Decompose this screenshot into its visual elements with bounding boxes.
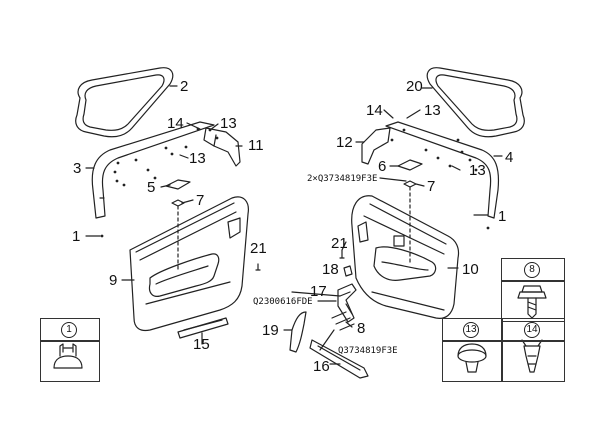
callout-21-left: 21 <box>250 240 267 257</box>
screw-icon <box>517 285 547 319</box>
part-number-left-mid: Q2300616FDE <box>253 297 313 307</box>
legend-divider-13-14 <box>442 340 565 342</box>
bracket-18 <box>343 265 353 277</box>
callout-17: 17 <box>310 283 327 300</box>
left-screw-21 <box>255 263 261 271</box>
callout-11: 11 <box>248 137 264 154</box>
callout-13-right-a: 13 <box>424 102 441 119</box>
callout-1-right: 1 <box>498 208 507 225</box>
left-belt-molding <box>91 121 215 219</box>
callout-13-left-b: 13 <box>189 150 206 167</box>
right-window-seal <box>426 67 525 138</box>
callout-18: 18 <box>322 261 339 278</box>
legend-divider-8 <box>501 280 565 282</box>
legend-box-clip-8 <box>501 258 565 322</box>
legend-box-clip-1 <box>40 318 100 382</box>
callout-10: 10 <box>462 261 479 278</box>
legend-badge-14: 14 <box>524 322 540 338</box>
part-number-lower: Q3734819F3E <box>338 346 398 356</box>
screws-8 <box>331 311 355 331</box>
callout-5: 5 <box>147 179 156 196</box>
callout-2: 2 <box>180 78 189 95</box>
callout-12: 12 <box>336 134 353 151</box>
bracket-assembly-17 <box>337 283 357 323</box>
callout-19: 19 <box>262 322 279 339</box>
callout-6: 6 <box>378 158 387 175</box>
left-leaders <box>85 85 243 345</box>
right-door-panel <box>351 195 460 319</box>
callout-3: 3 <box>73 160 82 177</box>
callout-21-right: 21 <box>331 235 348 252</box>
left-window-seal <box>75 67 174 138</box>
callout-7-right: 7 <box>427 178 436 195</box>
callout-8: 8 <box>357 320 366 337</box>
callout-4: 4 <box>505 149 514 166</box>
plug-clip-icon <box>457 343 487 373</box>
legend-badge-8: 8 <box>524 262 540 278</box>
callout-13-right-b: 13 <box>469 162 486 179</box>
strip-19 <box>289 311 307 353</box>
part-number-right-top: 2×Q3734819F3E <box>307 174 378 184</box>
legend-divider-1 <box>40 340 100 342</box>
right-guide-dots <box>390 128 490 230</box>
left-clip-plate <box>165 179 191 190</box>
push-clip-icon <box>53 343 83 369</box>
left-lower-strip-detail <box>183 319 223 331</box>
callout-9: 9 <box>109 272 118 289</box>
right-corner-cover <box>361 127 391 165</box>
callout-13-left-a: 13 <box>220 115 237 132</box>
callout-1-left: 1 <box>72 228 81 245</box>
right-belt-molding <box>385 121 500 219</box>
legend-box-clip-13 <box>442 318 503 382</box>
left-door-panel <box>129 196 249 332</box>
right-screw-21 <box>339 249 345 259</box>
legend-badge-1: 1 <box>61 322 77 338</box>
left-corner-cover <box>203 127 241 167</box>
callout-14-right: 14 <box>366 102 383 119</box>
callout-20: 20 <box>406 78 423 95</box>
callout-16: 16 <box>313 358 330 375</box>
trim-strip-16 <box>309 339 369 379</box>
callout-15: 15 <box>193 336 210 353</box>
trim-strip-16-detail <box>317 345 361 371</box>
callout-7-left: 7 <box>196 192 205 209</box>
legend-badge-13: 13 <box>463 322 479 338</box>
right-small-clip <box>403 180 417 188</box>
legend-box-clip-14 <box>501 318 565 382</box>
callout-14-left: 14 <box>167 115 184 132</box>
right-leaders <box>283 87 503 365</box>
right-clip-plate <box>397 159 423 171</box>
